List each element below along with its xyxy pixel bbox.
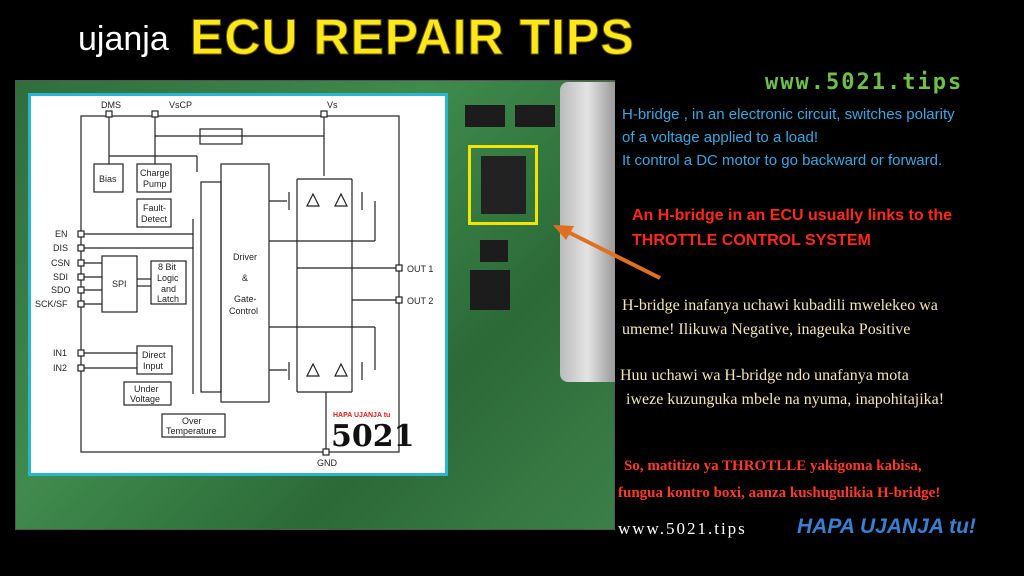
pin-vscp: VsCP [169,100,192,110]
block-logic: and [161,284,176,294]
block-driver: Control [229,306,258,316]
block-driver: & [242,273,248,283]
h-bridge-mosfets [269,178,396,450]
website-bottom: www.5021.tips [618,519,747,538]
pin-csn: CSN [51,258,70,268]
swahili-text: umeme! Ilikuwa Negative, inageuka Positi… [622,321,911,338]
page-title: ECU REPAIR TIPS [190,9,635,66]
block-over-temperature: Over [182,416,202,426]
block-over-temperature: Temperature [166,426,217,436]
block-fault-detect: Fault- [143,203,166,213]
pin-sdi: SDI [53,272,68,282]
block-under-voltage: Under [134,384,159,394]
pin-sdo: SDO [51,285,71,295]
swahili-text: H-bridge inafanya uchawi kubadili mwelek… [622,297,938,314]
block-spi: SPI [112,279,127,289]
5021-logo: HAPA UJANJA tu 5021 [331,412,415,454]
swahili-text-red: fungua kontro boxi, aanza kushugulikia H… [618,485,941,501]
pin-vs: Vs [327,100,338,110]
block-logic: Latch [157,294,179,304]
left-pins [77,219,194,394]
transistor [480,240,508,262]
info-text-blue: It control a DC motor to go backward or … [622,152,943,169]
title-prefix: ujanja [78,20,169,58]
info-text-blue: of a voltage applied to a load! [622,129,818,146]
swahili-text: iweze kuzunguka mbele na nyuma, inapohit… [626,391,945,408]
block-under-voltage: Voltage [130,394,160,404]
pin-sck-sf: SCK/SF [35,299,68,309]
pin-in2: IN2 [53,363,67,373]
h-bridge-chip-highlight [468,145,538,225]
logo-tag: HAPA UJANJA tu [333,412,390,419]
pin-dms: DMS [101,100,121,110]
block-direct-input: Direct [142,350,166,360]
swahili-text: Huu uchawi wa H-bridge ndo unafanya mota [620,367,909,384]
slogan: HAPA UJANJA tu! [797,515,976,538]
info-text-red: THROTTLE CONTROL SYSTEM [632,232,871,249]
block-driver: Driver [233,252,257,262]
info-text-blue: H-bridge , in an electronic circuit, swi… [622,106,955,123]
swahili-text-red: So, matitizo ya THROTLLE yakigoma kabisa… [624,458,922,474]
block-logic: Logic [157,273,179,283]
block-charge-pump: Charge [140,168,170,178]
pin-en: EN [55,229,68,239]
block-direct-input: Input [143,361,164,371]
transistor [470,270,510,310]
block-driver: Gate- [234,294,257,304]
pin-out1: OUT 1 [407,264,433,274]
website-top: www.5021.tips [765,70,964,95]
info-text-red: An H-bridge in an ECU usually links to t… [632,207,953,224]
logo-number: 5021 [331,419,415,454]
block-bias: Bias [99,174,117,184]
block-charge-pump: Pump [143,179,167,189]
smd-chip [515,105,555,127]
pin-out2: OUT 2 [407,296,433,306]
block-fault-detect: Detect [141,214,168,224]
pin-in1: IN1 [53,348,67,358]
h-bridge-chip [481,156,526,214]
pin-dis: DIS [53,243,68,253]
smd-chip [465,105,505,127]
pin-gnd: GND [317,458,338,468]
block-logic: 8 Bit [158,262,177,272]
